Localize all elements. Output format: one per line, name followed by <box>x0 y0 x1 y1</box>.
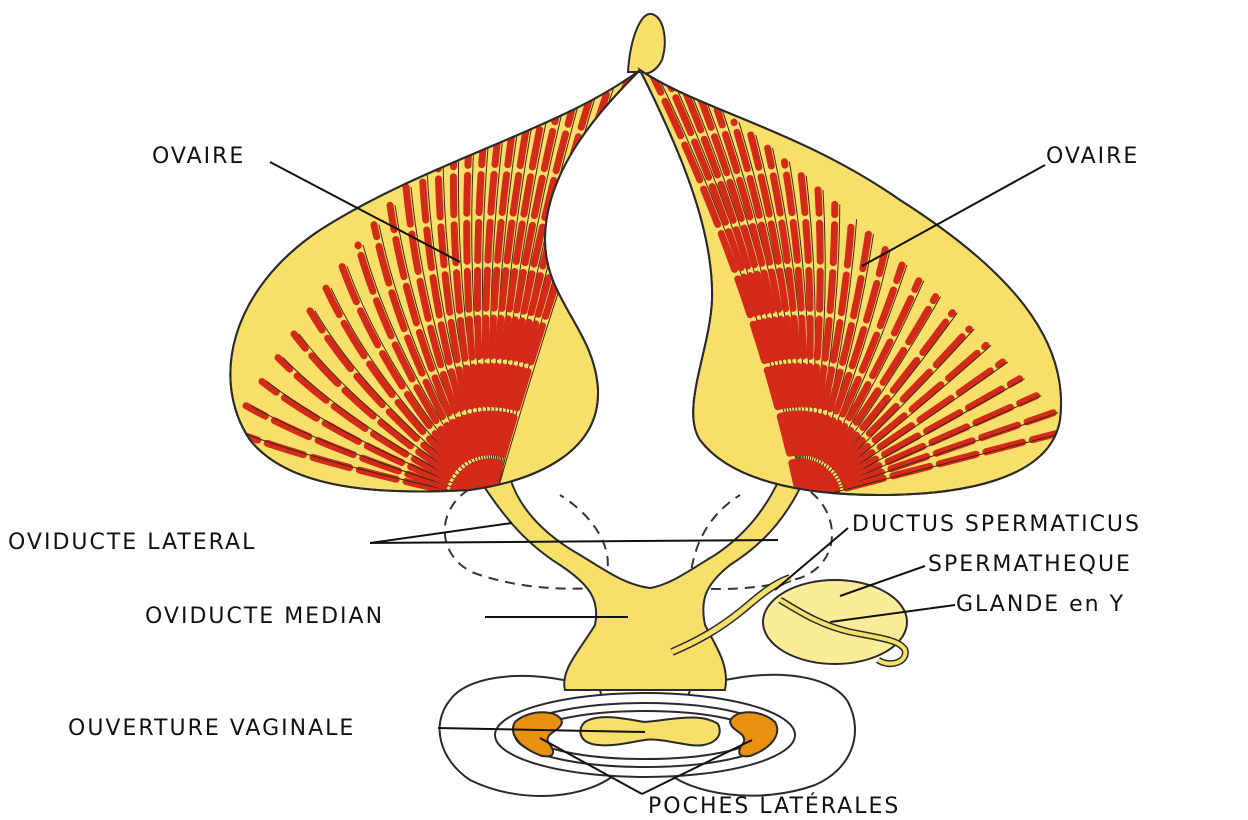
ovary-right <box>640 70 1075 500</box>
oviduct-body <box>478 478 805 690</box>
apical-filament <box>628 14 665 74</box>
label-glande-en-y: GLANDE en Y <box>956 594 1125 616</box>
leader-oviducte-lateral-a <box>370 523 512 543</box>
label-oviducte-median: OVIDUCTE MEDIAN <box>145 606 384 628</box>
label-spermatheque: SPERMATHEQUE <box>928 554 1132 576</box>
label-poches-laterales: POCHES LATÉRALES <box>648 796 900 818</box>
label-oviducte-lateral: OVIDUCTE LATERAL <box>8 532 256 554</box>
ovary-left <box>230 70 640 500</box>
label-ductus-spermaticus: DUCTUS SPERMATICUS <box>852 514 1141 536</box>
label-ovaire-right: OVAIRE <box>1046 146 1139 168</box>
leader-oviducte-lateral-b <box>370 540 778 543</box>
label-ouverture-vaginale: OUVERTURE VAGINALE <box>68 718 355 740</box>
label-ovaire-left: OVAIRE <box>152 146 245 168</box>
